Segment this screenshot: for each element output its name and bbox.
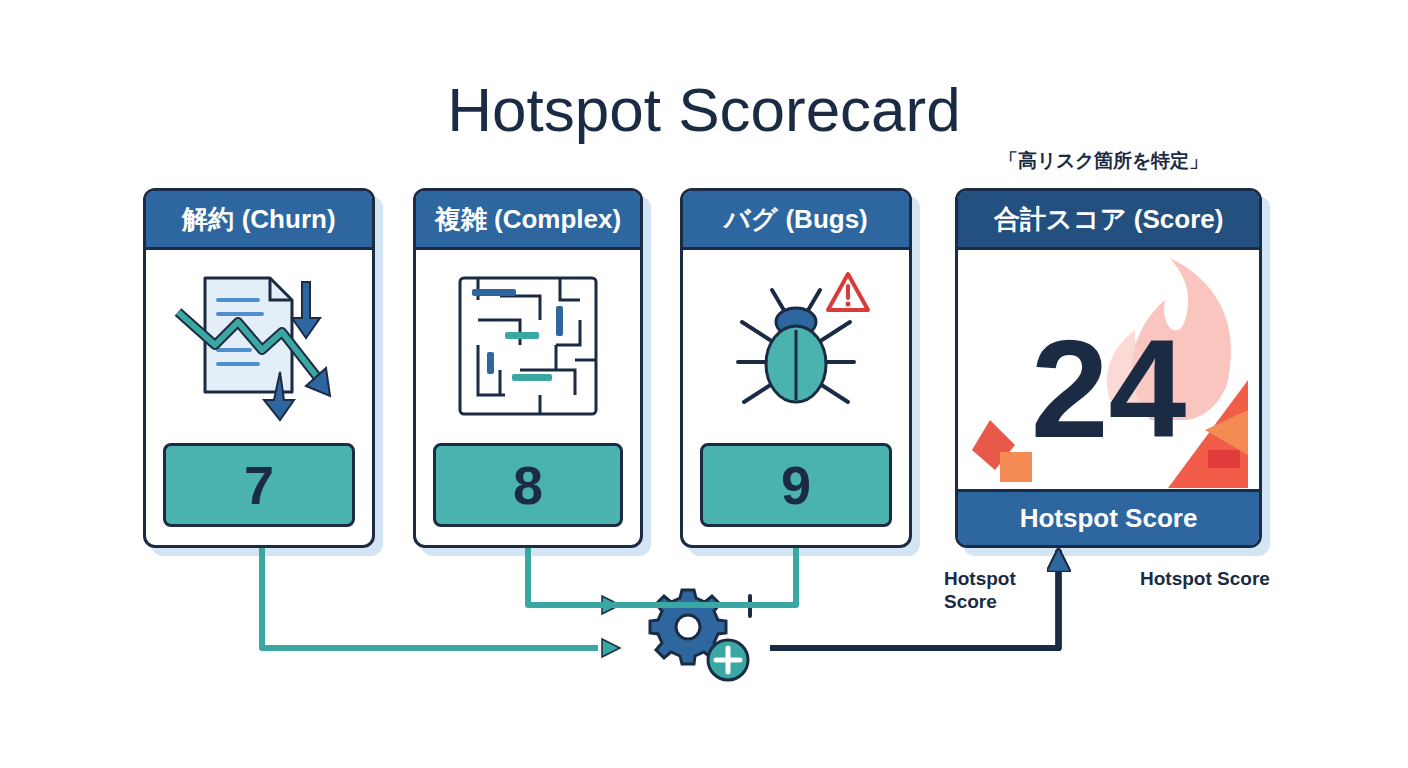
annotation-label: Hotspot Score — [944, 568, 1040, 614]
score-card: 複雑 (Complex) 8 — [413, 188, 643, 548]
score-card: 解約 (Churn) 7 — [143, 188, 375, 548]
connector-line — [770, 550, 1059, 648]
score-value: 8 — [513, 454, 543, 516]
connector-line — [598, 548, 796, 605]
card-header: バグ (Bugs) — [683, 191, 909, 250]
card-heading: 解約 (Churn) — [182, 202, 335, 237]
connector-line — [262, 548, 598, 648]
footer-label: Hotspot Score — [1020, 503, 1198, 534]
total-score: 24 — [958, 319, 1259, 459]
value-box: 9 — [700, 443, 892, 527]
card-header: 合計スコア (Score) — [958, 191, 1259, 250]
score-card: バグ (Bugs) 9 — [680, 188, 912, 548]
card-heading: 合計スコア (Score) — [994, 202, 1224, 237]
footer-band: Hotspot Score — [958, 489, 1259, 545]
connector-line — [528, 548, 598, 605]
annotation-label: Hotspot Score — [1140, 568, 1320, 591]
card-heading: バグ (Bugs) — [724, 202, 868, 237]
value-box: 8 — [433, 443, 623, 527]
card-header: 複雑 (Complex) — [416, 191, 640, 250]
connector — [262, 548, 1059, 648]
diagram-title: Hotspot Scorecard — [0, 74, 1408, 145]
churn-icon — [178, 278, 330, 420]
connector-line — [770, 550, 1059, 648]
connector — [528, 548, 1059, 648]
connector — [598, 548, 1059, 648]
score-card: 合計スコア (Score) 24Hotspot Score — [955, 188, 1262, 548]
score-value: 9 — [781, 454, 811, 516]
annotation-label: 「高リスク箇所を特定」 — [988, 150, 1218, 173]
card-header: 解約 (Churn) — [146, 191, 372, 250]
complexity-icon — [460, 278, 596, 414]
bug-icon — [738, 274, 868, 402]
score-value: 7 — [244, 454, 274, 516]
value-box: 7 — [163, 443, 355, 527]
card-heading: 複雑 (Complex) — [435, 202, 621, 237]
connector-line — [770, 550, 1059, 648]
